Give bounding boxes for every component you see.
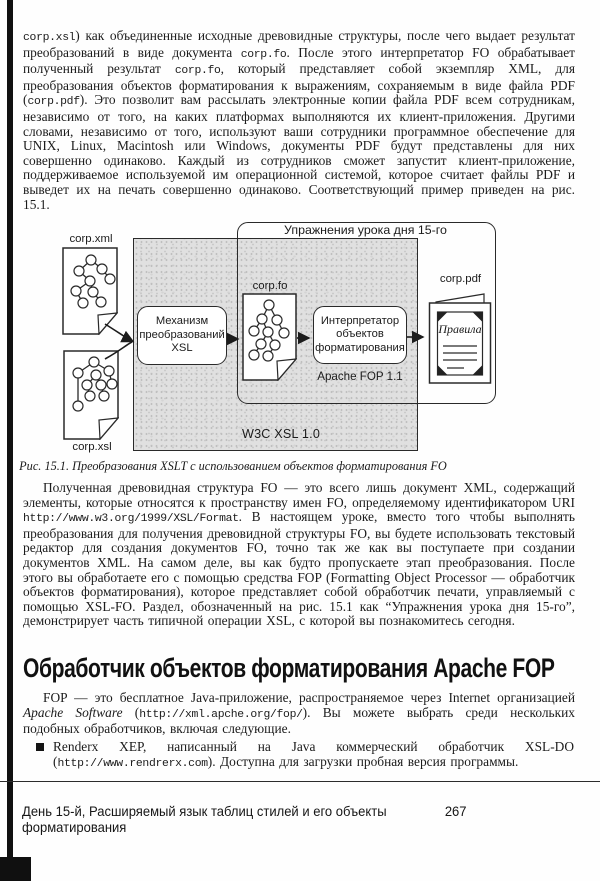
tree-diagram	[75, 259, 111, 304]
list-item: Renderx XEP, написанный на Java коммерче…	[36, 739, 574, 772]
corner-mark	[472, 365, 483, 375]
paragraph-intro: corp.xsl) как объединенные исходные древ…	[23, 28, 576, 212]
corner-mark	[437, 312, 448, 322]
figure-15-1-diagram: Упражнения урока дня 15-го corp.xml	[45, 220, 500, 453]
list-item-text: Renderx XEP, написанный на Java коммерче…	[53, 739, 574, 770]
corp-xml-label: corp.xml	[69, 233, 113, 245]
fo-interpreter-label: Интерпретатор объектов форматирования	[315, 314, 405, 354]
apache-fop-label: Apache FOP 1.1	[317, 370, 403, 383]
corner-mark	[472, 312, 483, 322]
scan-corner-artifact	[0, 857, 31, 881]
tree-diagram	[253, 304, 285, 357]
figure-caption: Рис. 15.1. Преобразования XSLT с использ…	[19, 459, 447, 473]
corp-xsl-document-icon	[63, 350, 119, 440]
paragraph-fo-structure: Полученная древовидная структура FO — эт…	[23, 480, 575, 629]
corp-fo-label: corp.fo	[252, 280, 288, 292]
scan-edge-artifact	[7, 0, 13, 860]
footer-page-number: 267	[444, 803, 467, 819]
footer-running-title: День 15-й, Расширяемый язык таблиц стиле…	[22, 803, 387, 835]
paragraph-fop: FOP — это бесплатное Java-приложение, ра…	[23, 690, 575, 737]
exercise-region-box	[237, 222, 496, 404]
corp-xsl-label: corp.xsl	[72, 441, 112, 453]
footer-rule	[0, 781, 600, 783]
xsl-engine-label: Механизм преобразований XSL	[139, 315, 225, 355]
bullet-square-icon	[36, 743, 44, 751]
pdf-content-title: Правила	[437, 322, 481, 336]
w3c-xsl-label: W3C XSL 1.0	[242, 427, 321, 441]
corp-fo-document-icon	[242, 293, 297, 381]
exercise-region-label: Упражнения урока дня 15-го	[284, 223, 447, 237]
corp-pdf-document-icon: Правила	[428, 293, 492, 384]
fo-interpreter-box: Интерпретатор объектов форматирования	[313, 306, 407, 364]
section-heading: Обработчик объектов форматирования Apach…	[23, 653, 555, 683]
xsl-engine-box: Механизм преобразований XSL	[137, 306, 227, 365]
corp-pdf-label: corp.pdf	[439, 273, 482, 285]
page-footer: День 15-й, Расширяемый язык таблиц стиле…	[22, 803, 467, 835]
corp-xml-document-icon	[62, 247, 118, 335]
corner-mark	[437, 365, 448, 375]
text-lines	[443, 345, 477, 369]
